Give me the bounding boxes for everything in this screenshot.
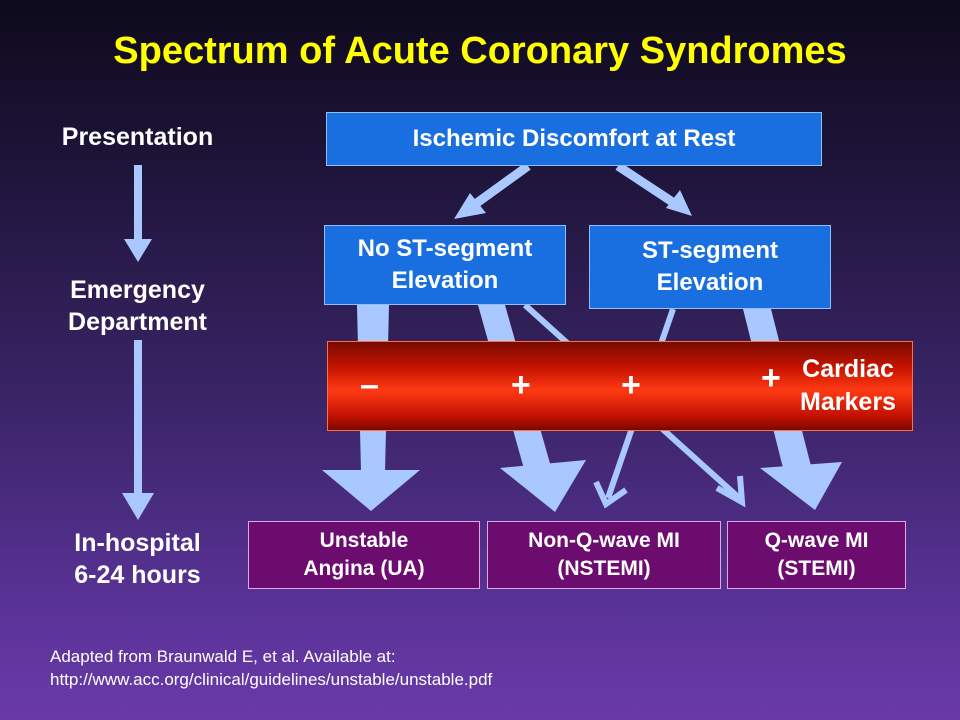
slide-title: Spectrum of Acute Coronary Syndromes bbox=[113, 30, 847, 72]
stage-emergency-department: Emergency Department bbox=[30, 274, 245, 338]
outcome-nstemi-box: Non-Q-wave MI (NSTEMI) bbox=[487, 521, 721, 589]
branch-arrow-left bbox=[454, 162, 531, 219]
stage-emergency-line2: Department bbox=[68, 308, 207, 336]
cardiac-markers-line1: Cardiac bbox=[802, 355, 894, 383]
no-st-line2: Elevation bbox=[391, 267, 499, 294]
st-line2: Elevation bbox=[656, 269, 764, 296]
nstemi-line2: (NSTEMI) bbox=[557, 557, 651, 580]
stage-inhospital-line1: In-hospital bbox=[74, 529, 201, 557]
marker-sign-negative: – bbox=[360, 366, 379, 404]
nstemi-line1: Non-Q-wave MI bbox=[528, 529, 680, 552]
marker-sign-positive-2: + bbox=[621, 366, 641, 404]
stage-in-hospital: In-hospital 6-24 hours bbox=[30, 527, 245, 591]
stemi-line1: Q-wave MI bbox=[764, 529, 869, 552]
cardiac-markers-bar: – + + + Cardiac Markers bbox=[327, 341, 913, 431]
stage-emergency-line1: Emergency bbox=[70, 276, 205, 304]
ischemic-discomfort-label: Ischemic Discomfort at Rest bbox=[412, 125, 736, 152]
outcome-unstable-angina-box: Unstable Angina (UA) bbox=[248, 521, 480, 589]
citation-url: http://www.acc.org/clinical/guidelines/u… bbox=[50, 670, 493, 689]
marker-sign-positive-3: + bbox=[761, 359, 781, 397]
outcome-stemi-box: Q-wave MI (STEMI) bbox=[727, 521, 906, 589]
no-st-elevation-box: No ST-segment Elevation bbox=[324, 225, 566, 305]
ua-line2: Angina (UA) bbox=[303, 557, 425, 580]
ischemic-discomfort-box: Ischemic Discomfort at Rest bbox=[326, 112, 822, 166]
citation-line1: Adapted from Braunwald E, et al. Availab… bbox=[50, 647, 396, 666]
branch-arrow-right bbox=[615, 162, 692, 216]
st-elevation-box: ST-segment Elevation bbox=[589, 225, 831, 309]
timeline-arrow-1 bbox=[124, 165, 152, 262]
citation: Adapted from Braunwald E, et al. Availab… bbox=[50, 645, 492, 691]
stemi-line2: (STEMI) bbox=[777, 557, 856, 580]
cardiac-markers-line2: Markers bbox=[800, 388, 896, 416]
ua-line1: Unstable bbox=[319, 529, 409, 552]
stage-inhospital-line2: 6-24 hours bbox=[74, 561, 201, 589]
no-st-line1: No ST-segment bbox=[357, 235, 533, 262]
st-line1: ST-segment bbox=[641, 237, 779, 264]
timeline-arrow-2 bbox=[122, 340, 154, 520]
marker-sign-positive-1: + bbox=[511, 366, 531, 404]
stage-presentation: Presentation bbox=[61, 123, 214, 151]
cardiac-markers-label: Cardiac Markers bbox=[788, 353, 908, 419]
